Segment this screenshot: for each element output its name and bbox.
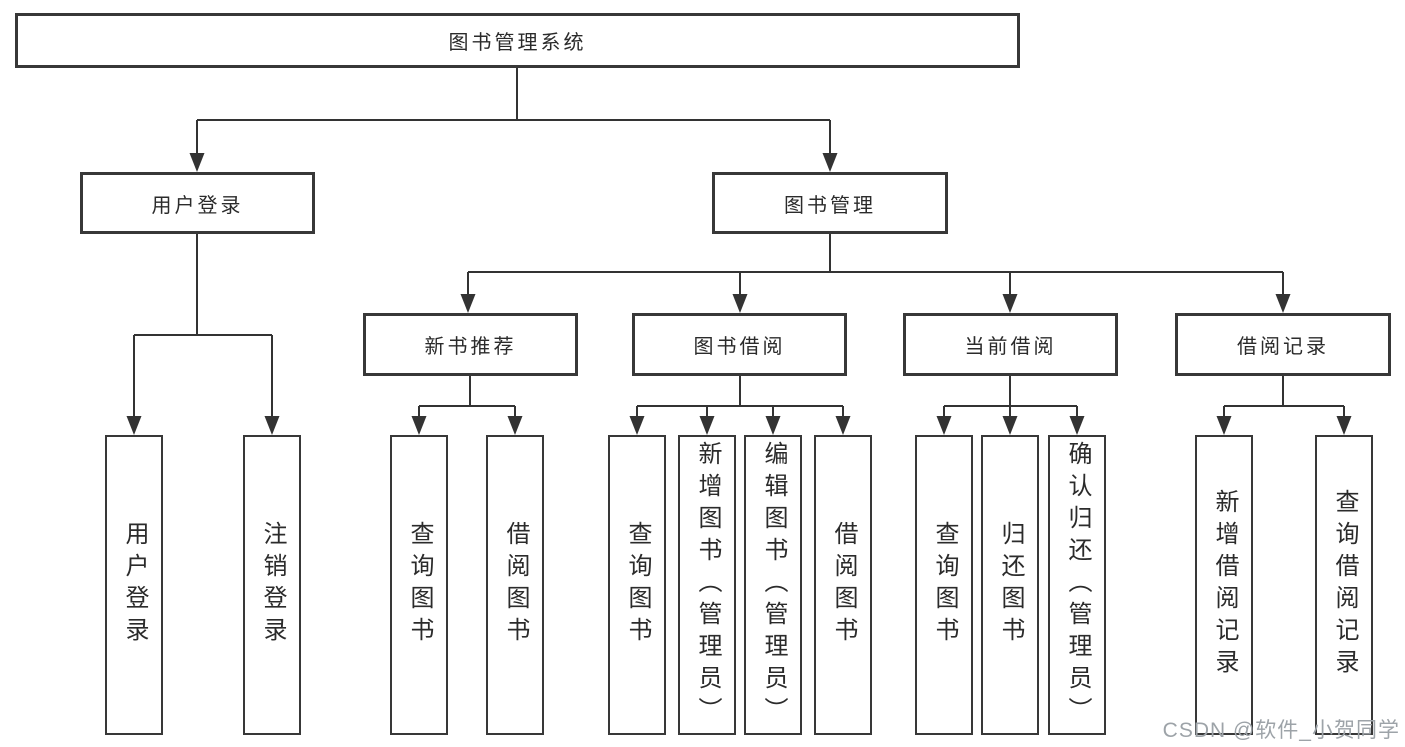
node-label: 借阅图书 xyxy=(502,521,529,649)
node-root-system: 图书管理系统 xyxy=(15,13,1020,68)
connector-book-borrow-group xyxy=(629,376,851,435)
node-borrow-records: 借阅记录 xyxy=(1175,313,1391,376)
leaf-query-borrow-record: 查询借阅记录 xyxy=(1315,435,1373,735)
leaf-logout: 注销登录 xyxy=(243,435,301,735)
watermark: CSDN @软件_小贺同学 xyxy=(1162,719,1400,742)
leaf-add-books-admin: 新增图书（管理员） xyxy=(678,435,736,735)
connector-root-to-level2 xyxy=(189,68,838,172)
connector-user-login-group xyxy=(126,234,280,435)
leaf-add-borrow-record: 新增借阅记录 xyxy=(1195,435,1253,735)
arrow-down-icon xyxy=(1216,416,1232,435)
arrow-down-icon xyxy=(1069,416,1085,435)
node-label: 编辑图书（管理员） xyxy=(760,441,787,729)
leaf-edit-books-admin: 编辑图书（管理员） xyxy=(744,435,802,735)
leaf-query-books-borrow: 查询图书 xyxy=(608,435,666,735)
node-label: 查询图书 xyxy=(931,521,958,649)
connector-borrow-records-group xyxy=(1216,376,1352,435)
leaf-confirm-return-admin: 确认归还（管理员） xyxy=(1048,435,1106,735)
arrow-down-icon xyxy=(1002,416,1018,435)
leaf-borrow-books-recommend: 借阅图书 xyxy=(486,435,544,735)
arrow-down-icon xyxy=(189,153,205,172)
leaf-query-books-current: 查询图书 xyxy=(915,435,973,735)
arrow-down-icon xyxy=(264,416,280,435)
arrow-down-icon xyxy=(822,153,838,172)
arrow-down-icon xyxy=(732,294,748,313)
arrow-down-icon xyxy=(835,416,851,435)
leaf-return-books: 归还图书 xyxy=(981,435,1039,735)
node-label: 查询图书 xyxy=(624,521,651,649)
node-label: 用户登录 xyxy=(151,194,244,217)
node-label: 归还图书 xyxy=(997,521,1024,649)
arrow-down-icon xyxy=(936,416,952,435)
node-user-login: 用户登录 xyxy=(80,172,315,234)
arrow-down-icon xyxy=(126,416,142,435)
arrow-down-icon xyxy=(507,416,523,435)
node-label: 图书管理系统 xyxy=(448,32,587,54)
node-label: 图书借阅 xyxy=(693,336,786,358)
arrow-down-icon xyxy=(1275,294,1291,313)
node-label: 借阅记录 xyxy=(1237,336,1329,358)
node-label: 当前借阅 xyxy=(964,336,1057,358)
node-label: 新增图书（管理员） xyxy=(694,441,721,729)
leaf-user-login: 用户登录 xyxy=(105,435,163,735)
node-label: 查询图书 xyxy=(406,521,433,649)
node-label: 新增借阅记录 xyxy=(1211,489,1238,681)
node-book-management: 图书管理 xyxy=(712,172,948,234)
arrow-down-icon xyxy=(765,416,781,435)
arrow-down-icon xyxy=(629,416,645,435)
connector-new-book-group xyxy=(411,376,523,435)
node-label: 用户登录 xyxy=(121,521,148,649)
node-label: 查询借阅记录 xyxy=(1331,489,1358,681)
node-label: 注销登录 xyxy=(259,521,286,649)
arrow-down-icon xyxy=(460,294,476,313)
node-new-book-recommend: 新书推荐 xyxy=(363,313,578,376)
connector-book-management-group xyxy=(460,234,1291,313)
connector-current-borrow-group xyxy=(936,376,1085,435)
node-label: 借阅图书 xyxy=(830,521,857,649)
arrow-down-icon xyxy=(1002,294,1018,313)
arrow-down-icon xyxy=(411,416,427,435)
leaf-query-books-recommend: 查询图书 xyxy=(390,435,448,735)
arrow-down-icon xyxy=(1336,416,1352,435)
node-label: 图书管理 xyxy=(784,194,876,217)
node-book-borrow: 图书借阅 xyxy=(632,313,847,376)
arrow-down-icon xyxy=(699,416,715,435)
node-current-borrow: 当前借阅 xyxy=(903,313,1118,376)
leaf-borrow-books: 借阅图书 xyxy=(814,435,872,735)
node-label: 新书推荐 xyxy=(424,336,517,358)
node-label: 确认归还（管理员） xyxy=(1064,441,1091,729)
